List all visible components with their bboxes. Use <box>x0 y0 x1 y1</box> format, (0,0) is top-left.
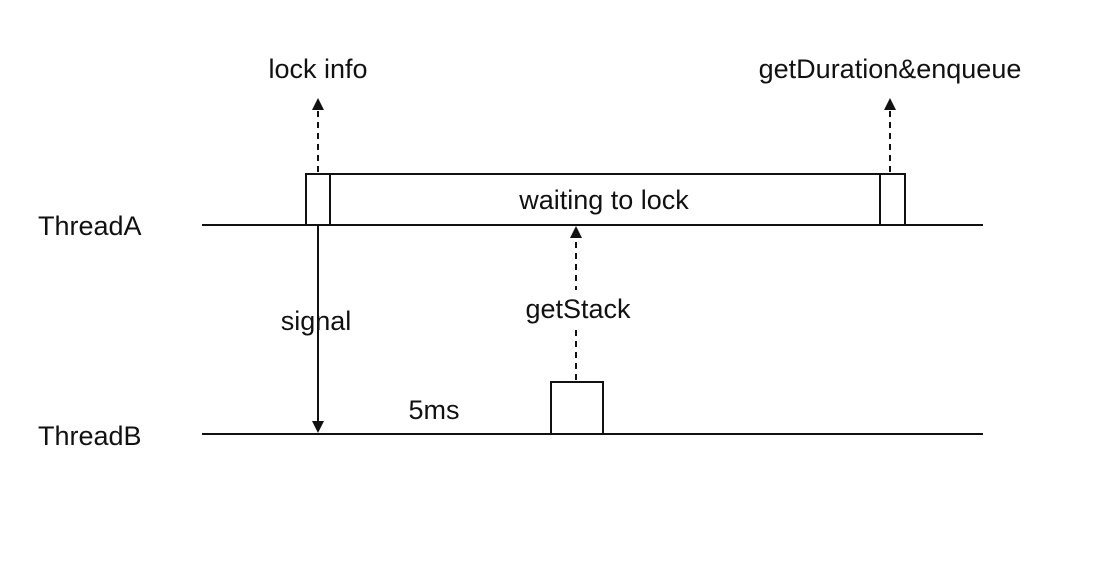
get-duration-block <box>879 173 906 226</box>
get-duration-label: getDuration&enqueue <box>759 54 1022 84</box>
lock-info-label: lock info <box>268 54 367 84</box>
get-stack-label-backdrop <box>514 290 642 328</box>
thread-a-label: ThreadA <box>38 211 142 241</box>
get-stack-label: getStack <box>525 294 631 324</box>
signal-label: signal <box>281 306 352 336</box>
lock-info-block <box>305 173 331 226</box>
get-stack-block <box>550 381 604 435</box>
delay-label: 5ms <box>408 395 459 425</box>
thread-b-label: ThreadB <box>38 421 142 451</box>
waiting-to-lock-label: waiting to lock <box>518 185 689 215</box>
